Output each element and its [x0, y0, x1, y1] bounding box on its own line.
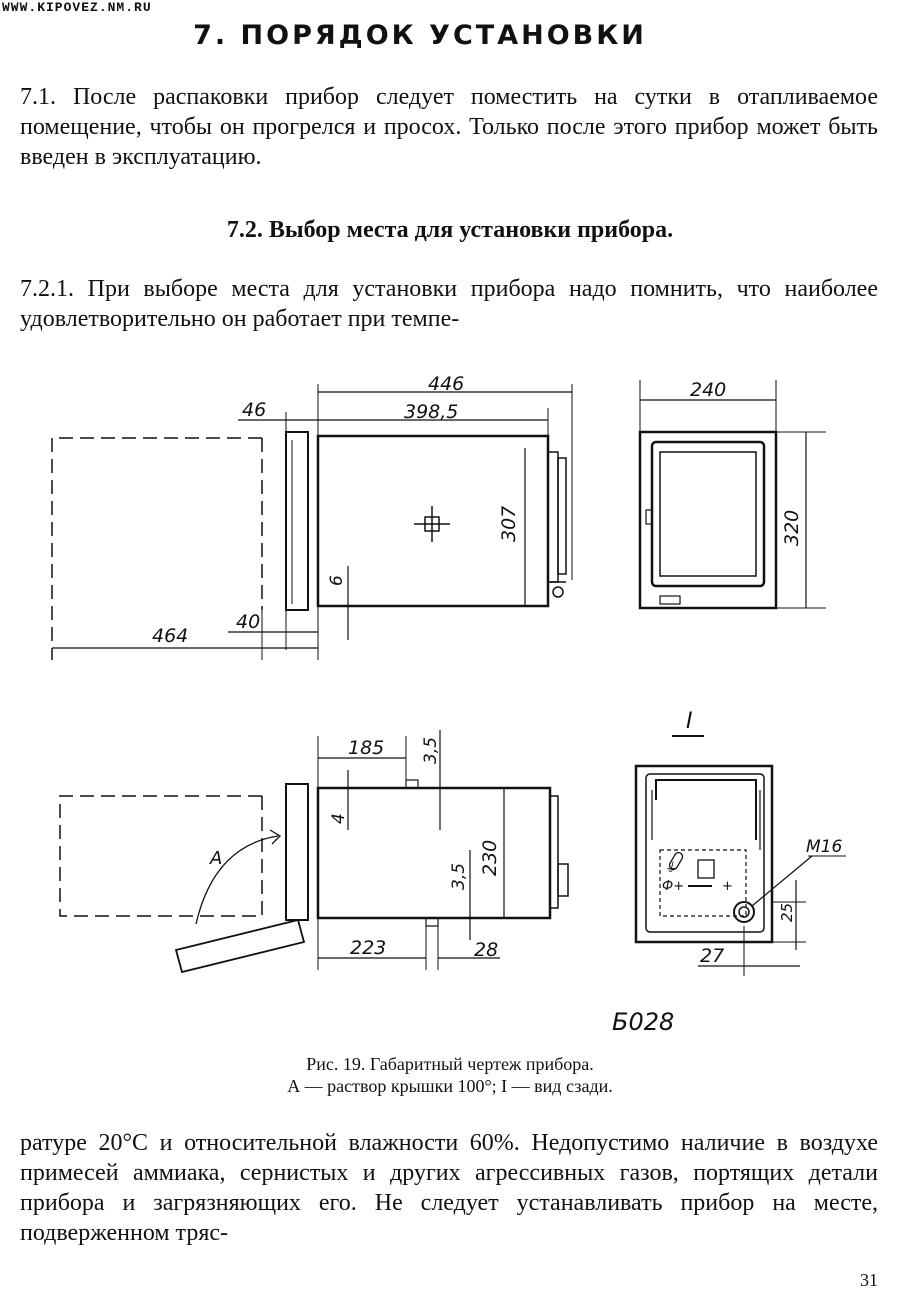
dim-307: 307 [498, 506, 520, 542]
section-title: 7. ПОРЯДОК УСТАНОВКИ [193, 20, 647, 51]
dim-230: 230 [479, 840, 501, 876]
dim-6: 6 [327, 575, 347, 586]
paragraph-continued: ратуре 20°С и относительной влажности 60… [20, 1130, 878, 1246]
dim-446: 446 [428, 373, 464, 395]
dim-3-5-bottom: 3,5 [449, 863, 469, 890]
side-view: 446 398,5 46 307 6 40 464 [51, 373, 573, 660]
paragraph-7-2-1: 7.2.1. При выборе места для установки пр… [20, 276, 878, 332]
site-watermark: WWW.KIPOVEZ.NM.RU [2, 0, 152, 15]
dimension-drawing: 446 398,5 46 307 6 40 464 240 320 [51, 373, 846, 1036]
dim-185: 185 [348, 737, 384, 759]
plus-symbol-right: + [722, 879, 733, 894]
caption-line-2: А — раствор крышки 100°; I — вид сзади. [287, 1076, 613, 1096]
dim-27: 27 [700, 945, 724, 967]
dim-3-5-top: 3,5 [421, 737, 441, 764]
rear-view: I Ф+ + ⏚ М16 25 27 [634, 709, 846, 976]
dim-4: 4 [329, 813, 349, 824]
top-view: А 185 3,5 4 3,5 230 223 28 [59, 730, 569, 974]
front-view: 240 320 [638, 379, 826, 610]
page-number: 31 [860, 1270, 878, 1290]
dim-223: 223 [350, 937, 386, 959]
label-a: А [209, 848, 222, 869]
dim-320: 320 [781, 510, 803, 546]
plus-symbol-left: Ф+ [662, 879, 684, 894]
model-code: Б028 [612, 1008, 674, 1036]
dim-464: 464 [152, 625, 188, 647]
dim-40: 40 [236, 611, 260, 633]
dim-240: 240 [690, 379, 726, 401]
figure-caption: Рис. 19. Габаритный чертеж прибора. А — … [0, 1053, 900, 1097]
ground-symbol: ⏚ [664, 861, 677, 876]
caption-line-1: Рис. 19. Габаритный чертеж прибора. [306, 1054, 594, 1074]
paragraph-7-1: 7.1. После распаковки прибор следует пом… [20, 84, 878, 170]
view-label-i: I [686, 709, 693, 734]
dim-28: 28 [474, 939, 498, 961]
dim-25: 25 [778, 903, 796, 922]
subsection-title: 7.2. Выбор места для установки прибора. [226, 217, 674, 243]
dim-398-5: 398,5 [404, 401, 458, 423]
dim-46: 46 [242, 399, 266, 421]
thread-m16: М16 [806, 837, 842, 857]
